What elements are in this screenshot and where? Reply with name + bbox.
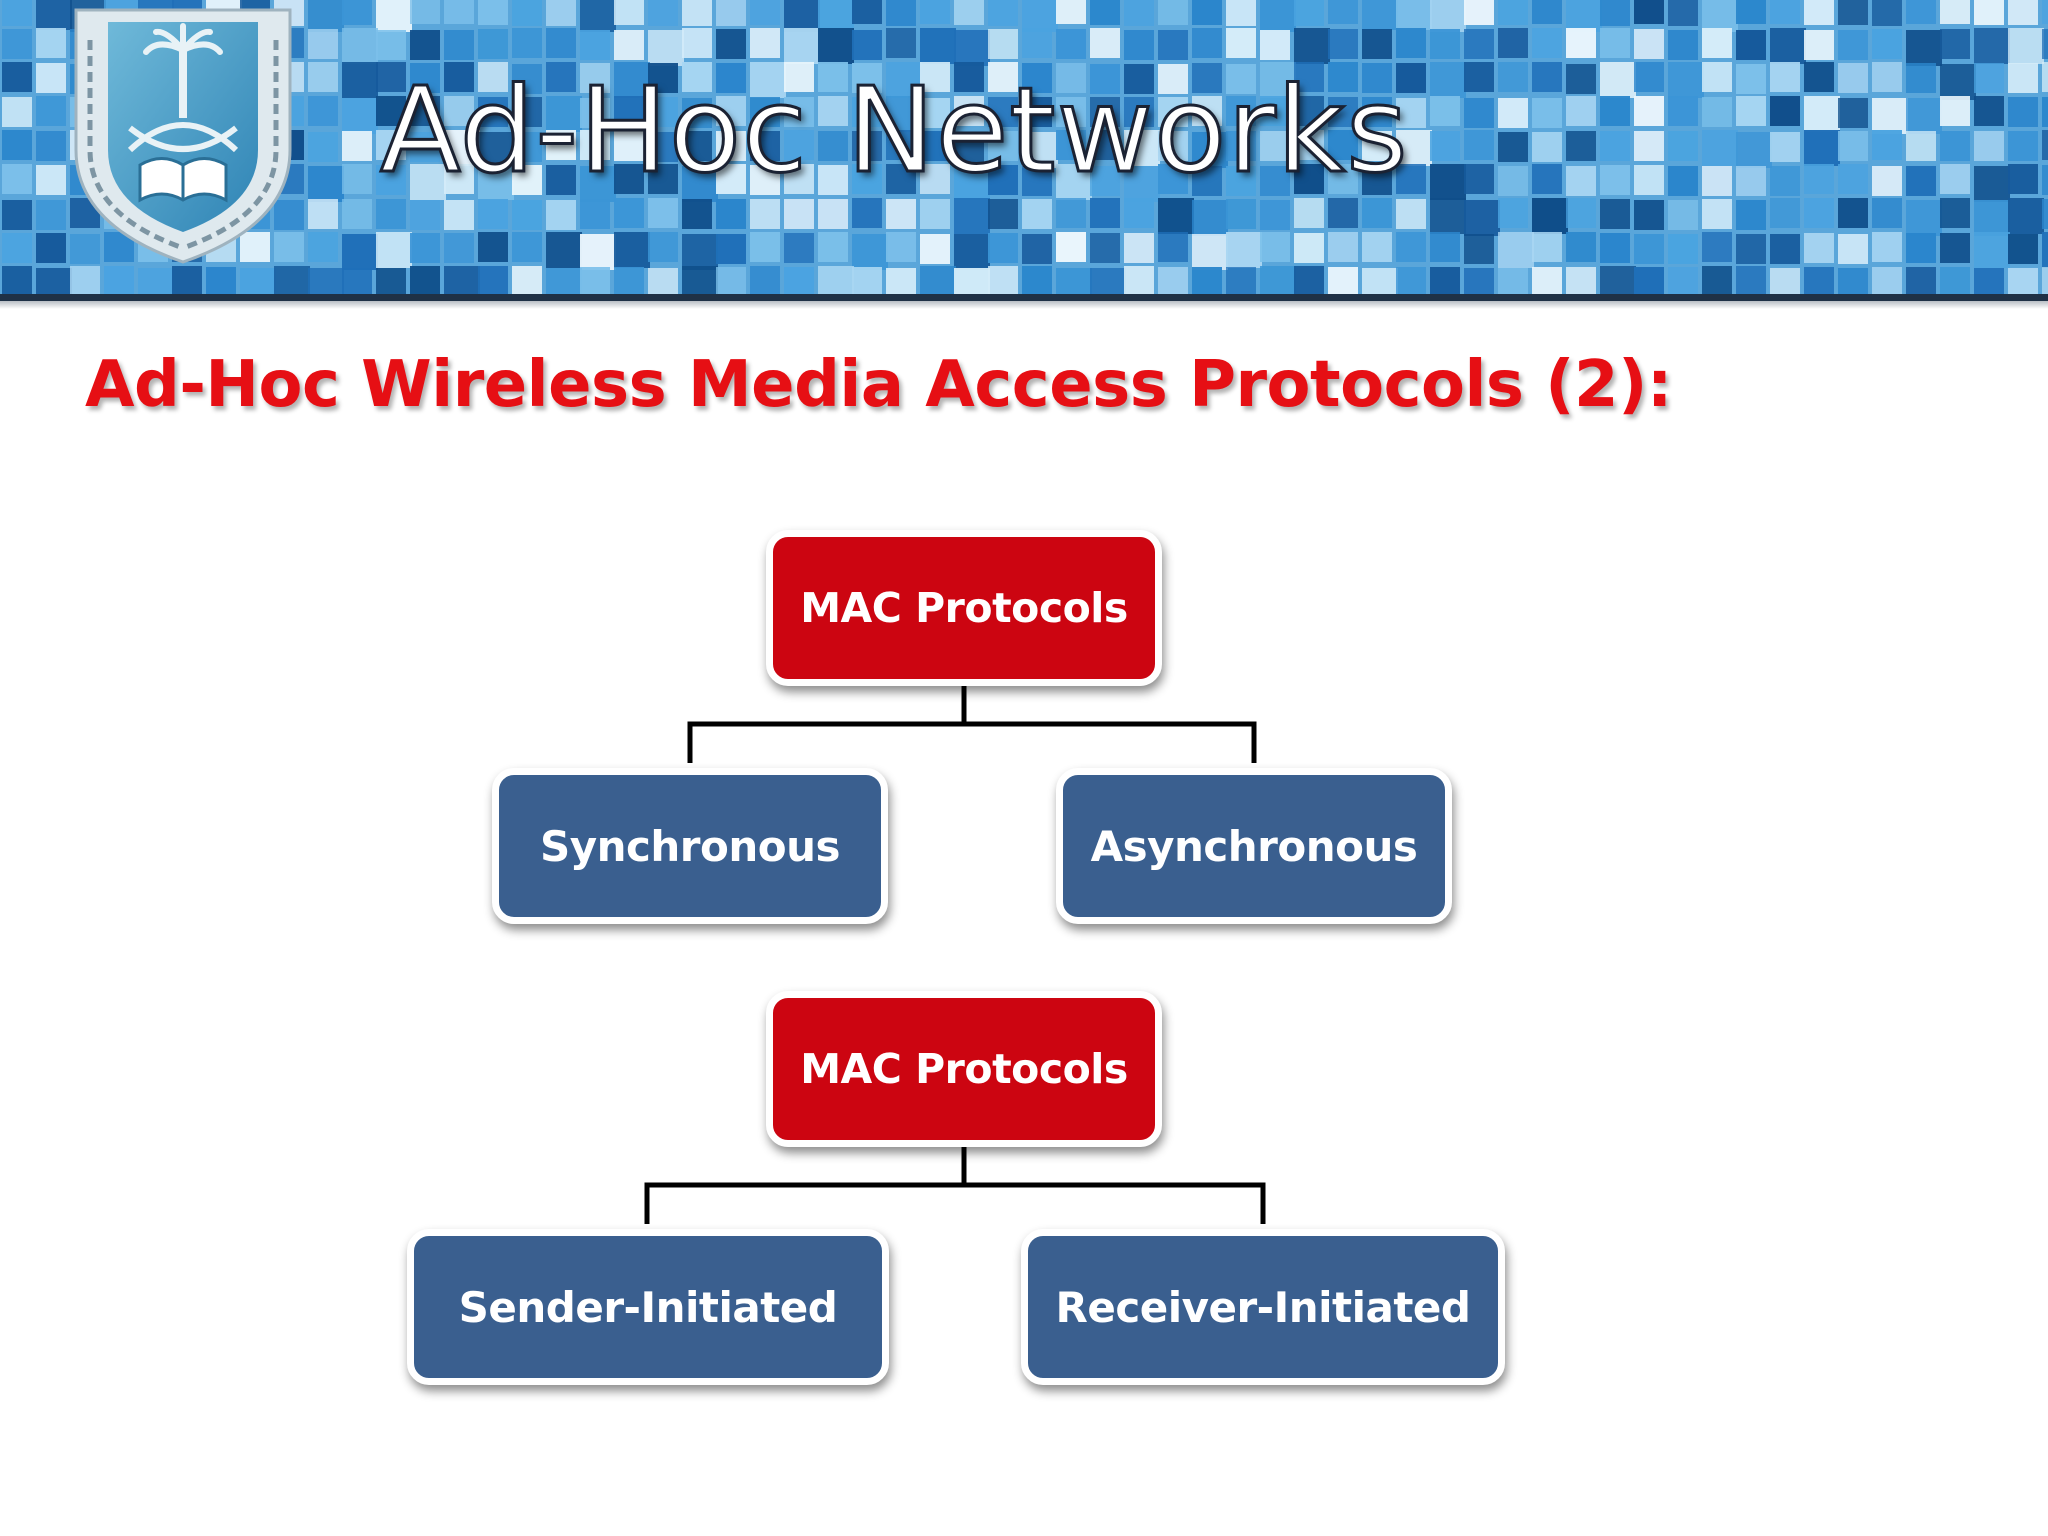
header-banner: Ad-Hoc Networks [0, 0, 2048, 296]
diagram-2-sender-initiated-node: Sender-Initiated [407, 1229, 889, 1385]
diagram-2-receiver-initiated-node: Receiver-Initiated [1021, 1229, 1505, 1385]
diagram-1-synchronous-node: Synchronous [492, 768, 888, 924]
deck-title: Ad-Hoc Networks [379, 60, 1410, 201]
connector-tree-2 [644, 1182, 1266, 1224]
tile-mosaic-background [2, 0, 2048, 296]
university-seal-icon [74, 8, 292, 264]
diagram-1-asynchronous-node: Asynchronous [1056, 768, 1452, 924]
banner-divider-shadow [0, 301, 2048, 309]
diagram-2-root-node: MAC Protocols [766, 991, 1162, 1147]
slide-heading: Ad-Hoc Wireless Media Access Protocols (… [85, 348, 1672, 422]
banner-divider [0, 294, 2048, 301]
connector-tree-1 [687, 721, 1257, 763]
diagram-1-root-node: MAC Protocols [766, 530, 1162, 686]
